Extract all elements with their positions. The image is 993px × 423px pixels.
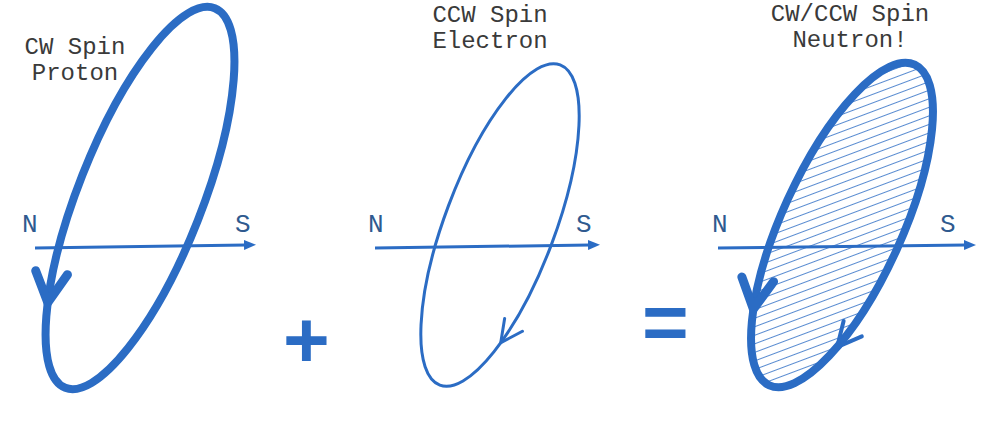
neutron-loop	[706, 36, 973, 412]
axis-arrow	[375, 245, 590, 248]
particle-heading: CW/CCW Spin Neutron!	[760, 2, 940, 55]
plus-sign: +	[283, 300, 330, 380]
pole-letter: N	[368, 212, 384, 238]
pole-letter: S	[235, 212, 251, 238]
axis-arrow	[718, 245, 966, 248]
electron-loop	[388, 46, 614, 406]
axis-arrow	[35, 245, 246, 248]
pole-letter: S	[576, 212, 592, 238]
particle-heading: CCW Spin Electron	[420, 3, 560, 56]
pole-letter: S	[940, 212, 956, 238]
pole-letter: N	[22, 212, 38, 238]
proton-loop	[0, 0, 272, 411]
pole-letter: N	[712, 212, 728, 238]
particle-heading: CW Spin Proton	[10, 35, 140, 88]
equals-sign: =	[642, 282, 689, 362]
